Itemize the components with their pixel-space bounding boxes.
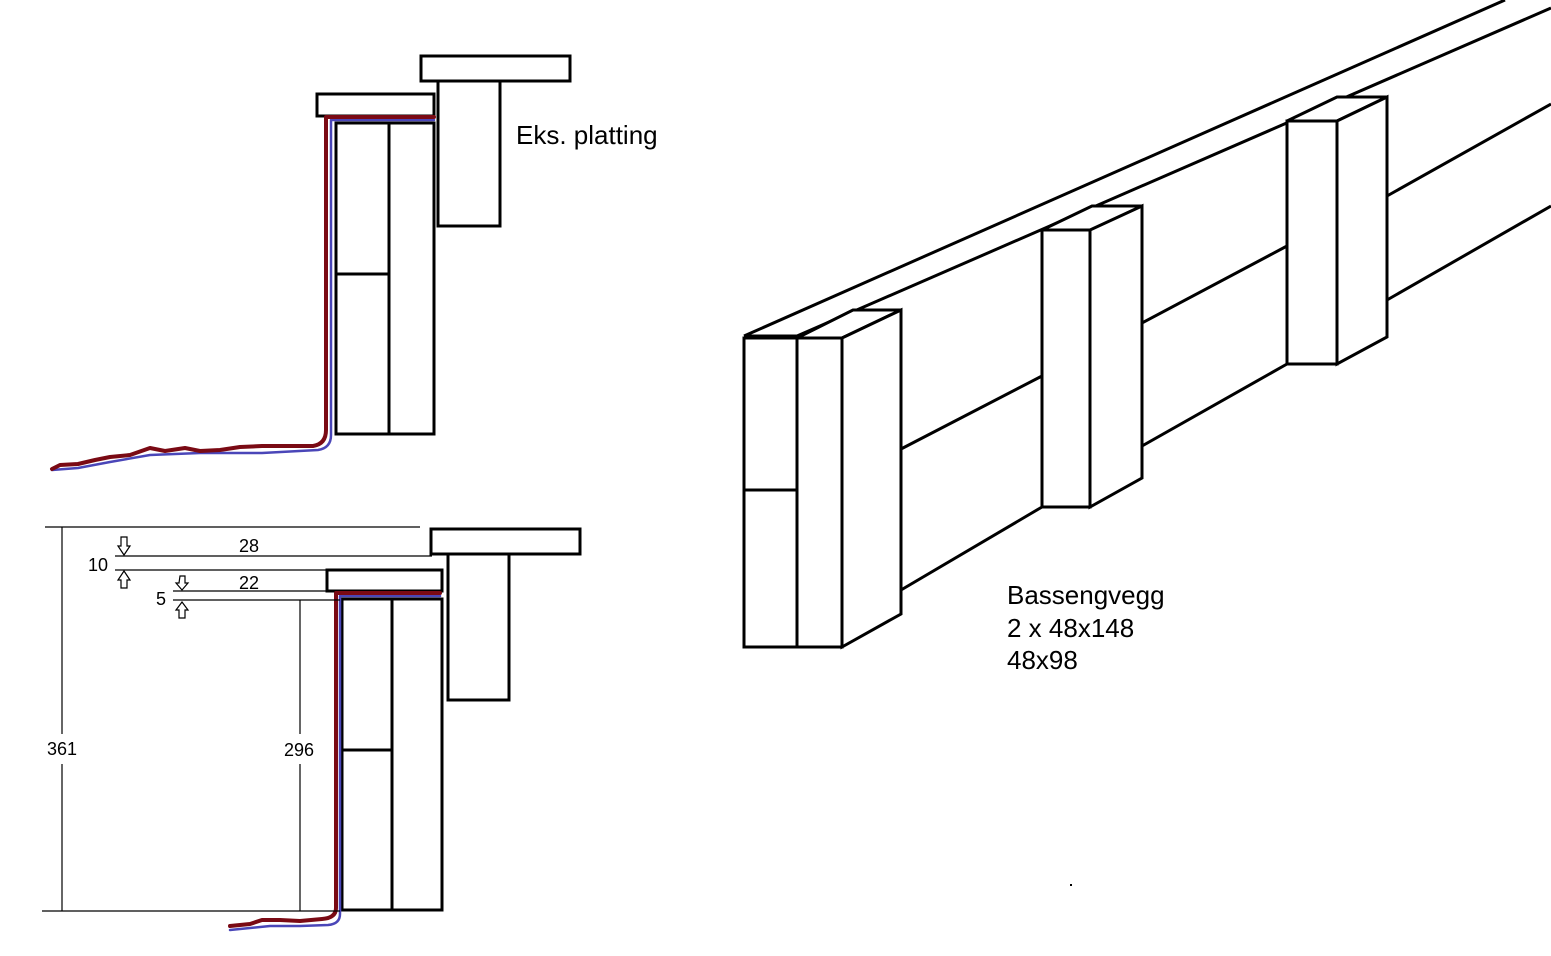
deck-label: Eks. platting [516,120,658,150]
section-view-dimensioned: 361 296 28 10 22 5 [42,526,582,932]
dim-deck-thickness: 28 [239,536,259,556]
post-2-front [1040,228,1092,509]
arrow-up-deck [116,569,132,589]
dim-deck-offset: 10 [88,555,108,575]
deck-post [436,79,502,228]
stray-dot [1070,884,1072,886]
wall-spec-1: 2 x 48x148 [1007,613,1134,643]
top-rail-back-edge [743,0,1506,338]
dim-wall-height: 296 [284,740,314,760]
wall-cap-board-dim [325,568,444,593]
deck-board [419,54,572,83]
rail-upper-seg3 [1386,102,1551,198]
wall-perspective-view: Bassengvegg 2 x 48x148 48x98 [742,0,1551,886]
liner-red-dim [228,591,442,928]
post-3-side [1335,94,1389,367]
dim-cap-offset: 5 [156,589,166,609]
rail-upper-seg1 [900,374,1043,451]
rail-lower-seg3 [1386,204,1551,302]
deck-board-dim [429,527,582,556]
deck-post-dim [446,552,511,702]
wall-title: Bassengvegg [1007,580,1165,610]
section-view-top: Eks. platting [50,54,658,472]
liner-blue [50,118,436,472]
wall-stud-outer [334,121,391,436]
wall-spec-2: 48x98 [1007,645,1078,675]
arrow-down-cap [174,575,190,591]
wall-stud-inner [387,121,436,436]
post-3-front [1285,119,1339,366]
rail-lower-seg1 [900,505,1043,592]
dim-total-height: 361 [47,739,77,759]
rail-lower-seg2 [1141,362,1288,448]
post-2-side [1088,203,1144,510]
top-rail-front-edge [796,6,1551,338]
dim-cap-thickness: 22 [239,573,259,593]
wall-stud-inner-dim [390,597,444,912]
arrow-up-cap [174,601,190,619]
wall-cap-board [315,92,436,118]
liner-red [50,115,436,471]
rail-upper-seg2 [1141,244,1288,325]
liner-blue-dim [228,594,442,932]
post-1-side [840,307,903,650]
wall-stud-outer-dim [340,597,394,912]
arrow-down-deck [116,536,132,557]
post-1-front-outer [742,336,799,649]
post-1-front-inner [795,336,844,649]
